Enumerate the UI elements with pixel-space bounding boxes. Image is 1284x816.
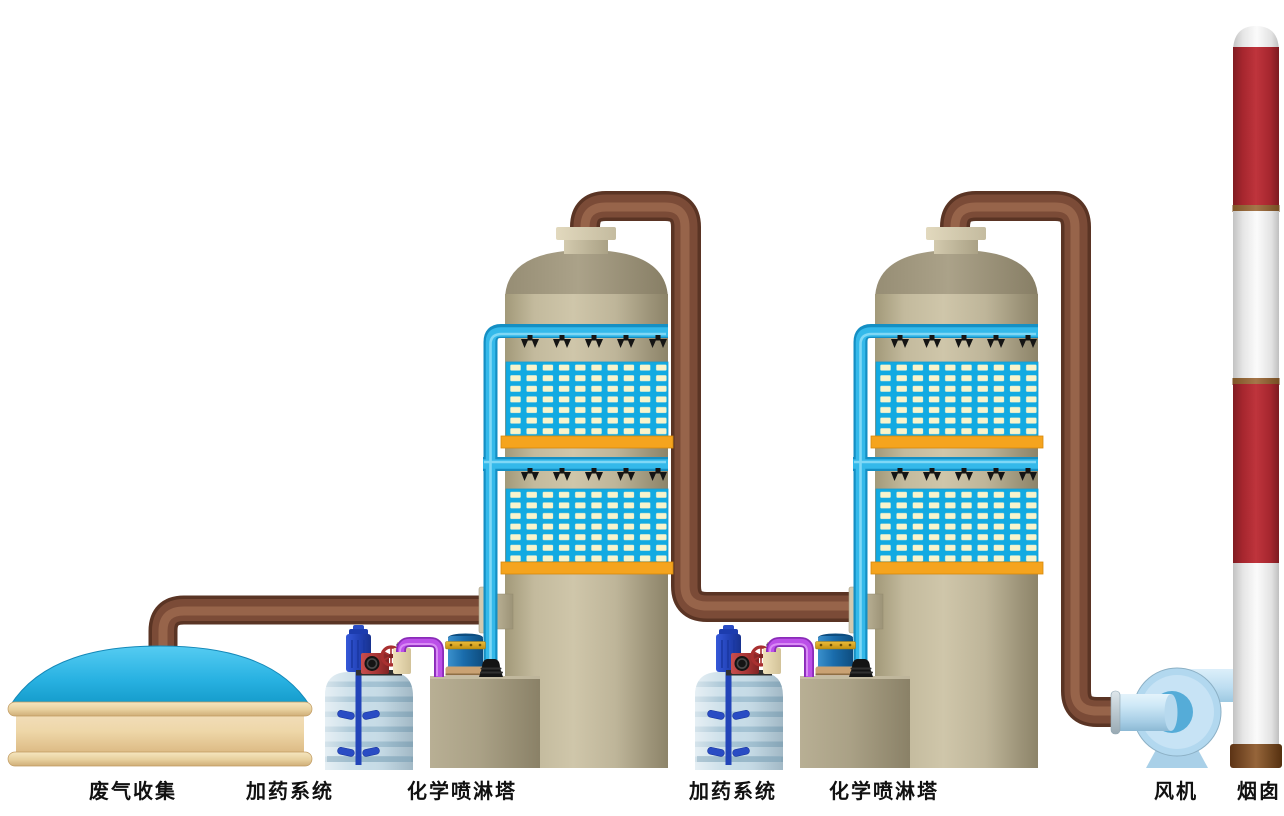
label-dosing-system-1: 加药系统 bbox=[245, 779, 334, 803]
chimney-base bbox=[1230, 744, 1282, 768]
chimney-cap bbox=[1233, 26, 1279, 52]
treatment-unit-1 bbox=[325, 227, 673, 770]
label-fan: 风机 bbox=[1154, 779, 1198, 803]
fan-inlet-duct bbox=[1119, 694, 1171, 731]
fan-inlet-flange bbox=[1110, 690, 1121, 735]
collection-tank-bottom-rim bbox=[7, 751, 313, 767]
label-spray-tower-2: 化学喷淋塔 bbox=[829, 779, 939, 803]
collection-tank-dome bbox=[9, 645, 311, 707]
chimney-red-band-1 bbox=[1233, 47, 1279, 206]
gas-duct-tower2-to-fan bbox=[940, 191, 1116, 727]
equipment-labels: 废气收集 加药系统 化学喷淋塔 加药系统 化学喷淋塔 风机 烟囱 bbox=[89, 779, 1281, 803]
gas-duct-collection-to-tower1 bbox=[148, 595, 486, 676]
chimney bbox=[1230, 26, 1282, 768]
chimney-ring-2 bbox=[1232, 378, 1280, 385]
label-chimney: 烟囱 bbox=[1237, 779, 1281, 803]
label-spray-tower-1: 化学喷淋塔 bbox=[407, 779, 517, 803]
collection-tank-top-rim bbox=[7, 701, 313, 717]
label-waste-gas-collection: 废气收集 bbox=[89, 779, 177, 803]
label-dosing-system-2: 加药系统 bbox=[688, 779, 777, 803]
waste-gas-collection-tank bbox=[7, 645, 313, 767]
chimney-white-band-1 bbox=[1233, 211, 1279, 379]
treatment-unit-2 bbox=[695, 227, 1043, 770]
gas-duct-tower1-to-tower2 bbox=[570, 191, 856, 622]
chimney-white-band-2 bbox=[1233, 563, 1279, 745]
fan bbox=[1110, 667, 1238, 768]
chimney-ring-1 bbox=[1232, 205, 1280, 212]
chimney-red-band-2 bbox=[1233, 384, 1279, 564]
